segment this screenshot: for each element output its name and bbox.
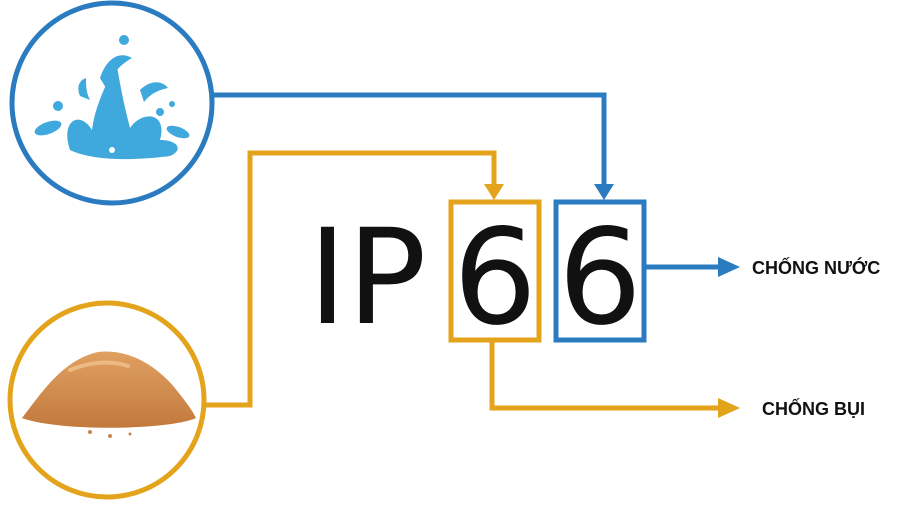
dust-circle: [7, 300, 207, 500]
water-digit: 6: [558, 201, 642, 355]
dust-digit: 6: [453, 201, 537, 355]
water-connector-arrowhead: [594, 184, 614, 200]
dust-output-arrowhead: [718, 398, 740, 418]
water-resistance-label: CHỐNG NƯỚC: [752, 257, 880, 278]
dust-connector-line: [205, 150, 497, 408]
dust-connector-arrowhead: [484, 184, 504, 200]
dust-resistance-label: CHỐNG BỤI: [762, 398, 865, 419]
water-circle: [9, 0, 215, 206]
dust-output-line: [489, 342, 722, 411]
water-digit-box: [553, 199, 647, 343]
water-output-arrowhead: [718, 257, 740, 277]
water-connector-line: [212, 92, 607, 188]
dust-pile-icon: [22, 351, 196, 438]
dust-digit-box: [448, 199, 542, 343]
ip-letters: IP: [308, 201, 427, 355]
water-splash-icon: [34, 35, 190, 160]
